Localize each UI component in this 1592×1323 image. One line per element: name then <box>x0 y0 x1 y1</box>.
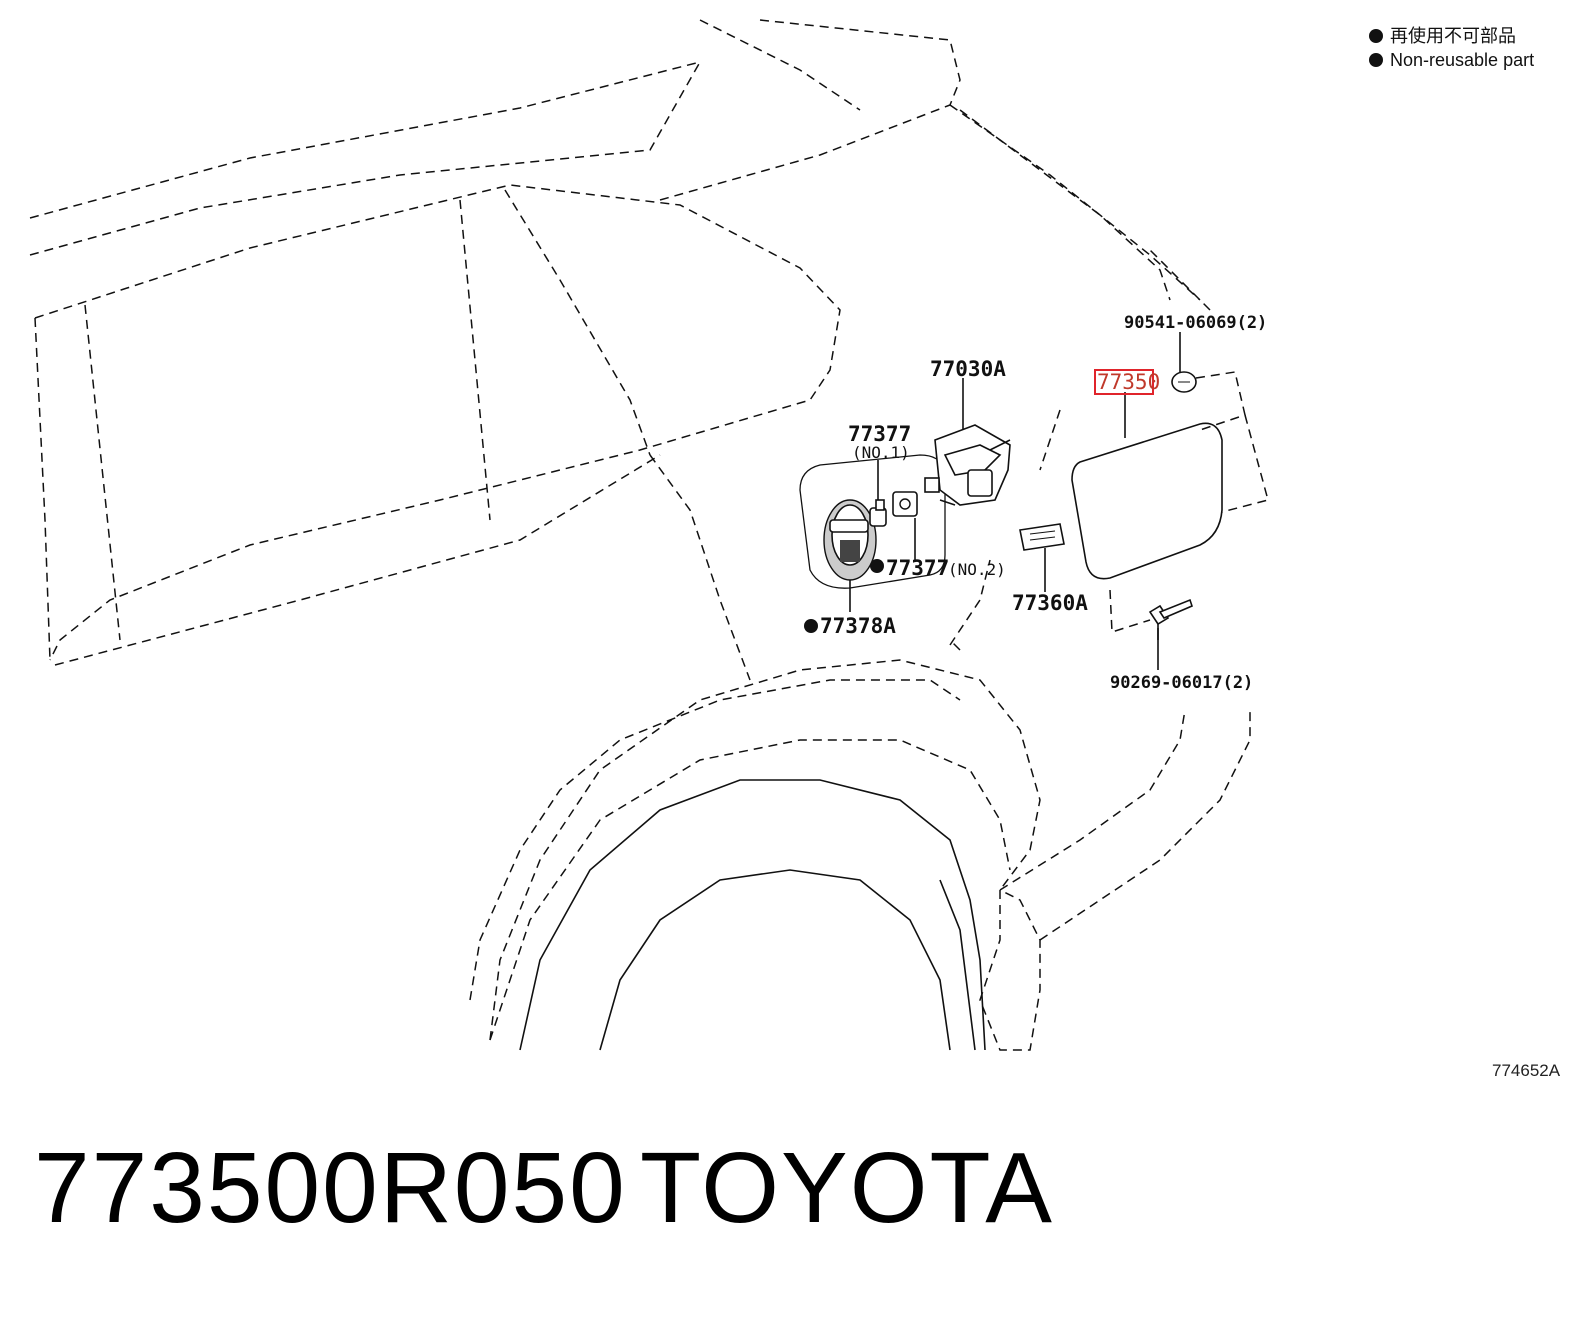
label-77378a: 77378A <box>820 614 896 638</box>
legend-text-jp: 再使用不可部品 <box>1390 26 1516 46</box>
label-90541: 90541-06069(2) <box>1124 313 1267 333</box>
fuel-inlet-housing-77378a <box>823 499 877 581</box>
label-77377-no1: 77377 <box>848 422 911 446</box>
leader-lines <box>849 332 1269 670</box>
nut-90541 <box>1171 371 1197 393</box>
label-77377-no2: 77377 <box>886 556 949 580</box>
legend-text-en: Non-reusable part <box>1390 50 1534 70</box>
rivet-90269 <box>1148 598 1193 640</box>
non-reusable-dot-77377-no2 <box>870 559 884 573</box>
label-77030a: 77030A <box>930 357 1006 381</box>
legend-dot-1 <box>1369 29 1383 43</box>
caption-brand: TOYOTA <box>640 1132 1054 1244</box>
label-77350[interactable]: 77350 <box>1097 370 1160 394</box>
non-reusable-dot-77378a <box>804 619 818 633</box>
clip-77377-no2 <box>892 491 918 517</box>
label-77377-no2-sub: (NO.2) <box>948 560 1006 579</box>
label-plate-77360a <box>1019 523 1065 551</box>
highlight-box-77350 <box>1094 369 1154 395</box>
label-77377-no1-sub: (NO.1) <box>852 443 910 462</box>
legend: 再使用不可部品 Non-reusable part <box>1369 26 1534 70</box>
legend-dot-2 <box>1369 53 1383 67</box>
diagram-code: 774652A <box>1492 1061 1561 1080</box>
clip-77377-no1 <box>869 499 887 527</box>
caption-part-number: 773500R050 <box>34 1132 627 1244</box>
label-77360a: 77360A <box>1012 591 1088 615</box>
fuel-lid-77350 <box>1071 422 1223 580</box>
label-90269: 90269-06017(2) <box>1110 673 1253 693</box>
vehicle-body-outline <box>29 19 1251 1051</box>
fuel-lid-opener-77030a <box>924 424 1011 506</box>
